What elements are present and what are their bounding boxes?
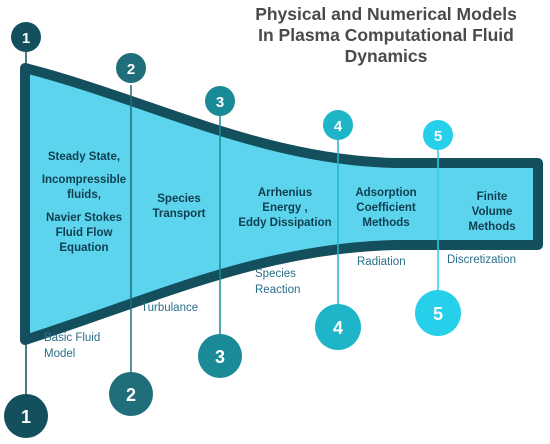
top-badge-1-number: 1 [22, 30, 30, 47]
bottom-badge-3-number: 3 [215, 347, 225, 367]
stage-5-line-1: Finite [476, 191, 508, 203]
bottom-badge-4-number: 4 [333, 318, 343, 338]
stage-5-line-3: Methods [468, 221, 516, 233]
top-badge-2-number: 2 [127, 61, 135, 78]
top-badge-4-number: 4 [334, 118, 343, 135]
stage-1-caption-line-2: Model [44, 348, 76, 360]
diagram-title: Physical and Numerical Models In Plasma … [236, 4, 536, 67]
stage-5-caption: Discretization [447, 252, 516, 268]
stage-4-line-1: Adsorption [355, 187, 417, 199]
top-badge-5-circle [423, 120, 453, 150]
stage-4-line-2: Coefficient [356, 202, 416, 214]
stage-2-line-1: Species [157, 193, 201, 205]
stage-3-caption-line-2: Reaction [255, 284, 301, 296]
stage-3-line-3: Eddy Dissipation [238, 217, 332, 229]
stage-5-caption-line-1: Discretization [447, 254, 517, 266]
title-line-1: Physical and Numerical Models [255, 4, 517, 24]
stage-4-label: Adsorption Coefficient Methods [342, 186, 430, 231]
funnel-shape [20, 63, 543, 345]
top-badge-1-circle [11, 22, 41, 52]
stage-2-caption: Turbulance [141, 300, 198, 316]
top-badge-3-number: 3 [216, 94, 224, 111]
stage-5-line-2: Volume [471, 206, 513, 218]
stage-5-label: Finite Volume Methods [452, 190, 532, 235]
stage-4-caption: Radiation [357, 254, 406, 270]
stage-4-caption-line-1: Radiation [357, 256, 406, 268]
stage-1-line-3: fluids, [67, 189, 101, 201]
top-badge-3-circle [205, 86, 235, 116]
stage-1-caption-line-1: Basic Fluid [44, 332, 101, 344]
stage-2-caption-line-1: Turbulance [141, 302, 199, 314]
bottom-badge-3-circle [198, 334, 242, 378]
stage-1-line-1: Steady State, [47, 151, 121, 163]
top-badge-2-circle [116, 53, 146, 83]
title-line-3: Dynamics [344, 46, 428, 66]
bottom-badge-2-number: 2 [126, 385, 136, 405]
bottom-badge-4-circle [315, 304, 361, 350]
title-line-2: In Plasma Computational Fluid [258, 25, 514, 45]
stage-1-line-5: Fluid Flow [55, 227, 113, 239]
stage-1-line-2: Incompressible [41, 174, 127, 186]
stage-3-line-2: Energy , [262, 202, 308, 214]
bottom-badge-1-number: 1 [21, 407, 31, 427]
stage-3-label: Arrhenius Energy , Eddy Dissipation [226, 186, 344, 231]
stage-1-line-4: Navier Stokes [45, 212, 123, 224]
stage-3-caption-line-1: Species [255, 268, 296, 280]
bottom-badge-1-circle [4, 394, 48, 438]
stage-3-line-1: Arrhenius [257, 187, 313, 199]
bottom-badge-5-number: 5 [433, 304, 443, 324]
top-badge-5-number: 5 [434, 128, 442, 145]
stage-4-line-3: Methods [362, 217, 410, 229]
stage-2-line-2: Transport [152, 208, 206, 220]
stage-3-caption: Species Reaction [255, 266, 300, 298]
bottom-badge-5-circle [415, 290, 461, 336]
stage-1-label: Steady State, Incompressible fluids, Nav… [36, 150, 132, 256]
stage-1-caption: Basic Fluid Model [44, 330, 100, 362]
bottom-badge-2-circle [109, 372, 153, 416]
top-badge-4-circle [323, 110, 353, 140]
stage-1-line-6: Equation [59, 242, 109, 254]
stage-2-label: Species Transport [138, 192, 220, 222]
